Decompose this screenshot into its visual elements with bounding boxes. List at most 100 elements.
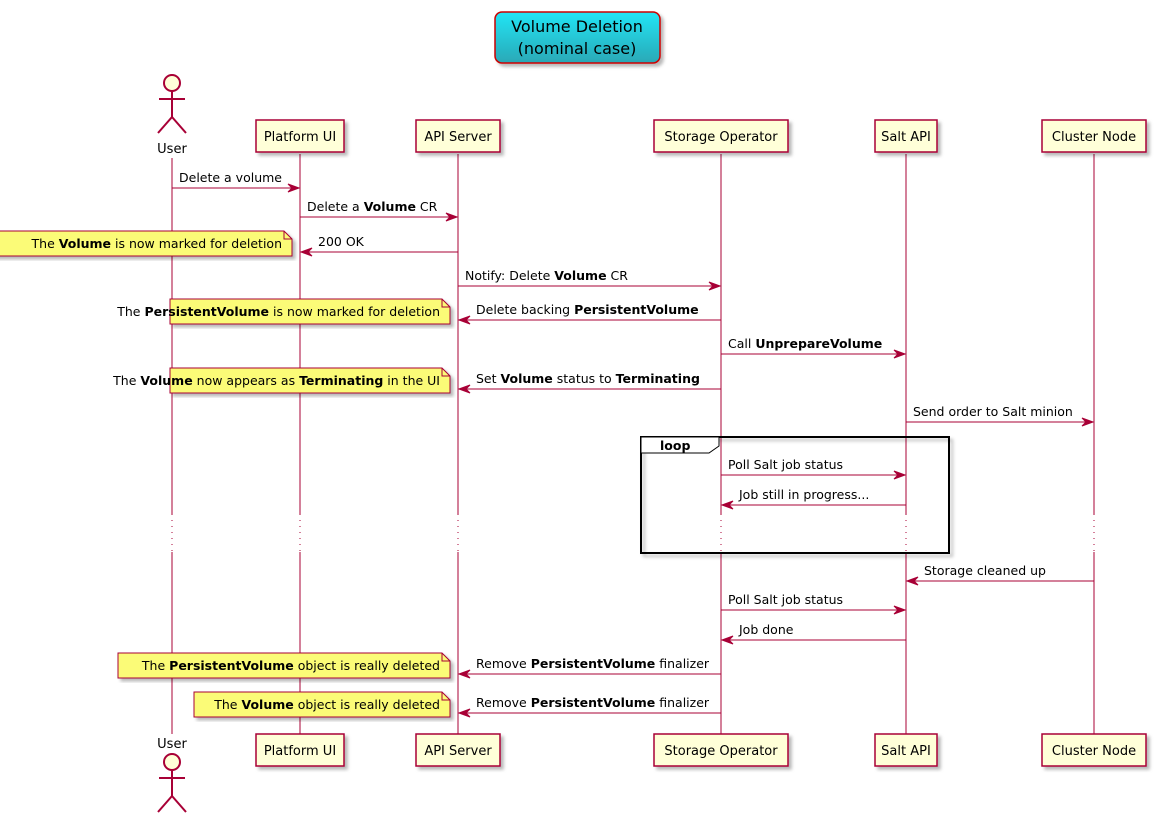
note-box bbox=[193, 691, 451, 718]
participant-node-bottom: Cluster Node bbox=[1041, 733, 1147, 767]
arrowhead-icon bbox=[457, 315, 471, 325]
message-label: Delete a volume bbox=[179, 170, 282, 185]
participant-label: Cluster Node bbox=[1052, 744, 1136, 759]
arrowhead-icon bbox=[457, 669, 471, 679]
participant-label: Platform UI bbox=[264, 744, 336, 759]
message-15: Remove PersistentVolume finalizer bbox=[457, 695, 721, 718]
message-label-part: 200 OK bbox=[318, 234, 365, 249]
note-text-part: now appears as bbox=[193, 373, 299, 388]
message-10: Job still in progress... bbox=[720, 487, 906, 510]
message-label-part: PersistentVolume bbox=[574, 302, 699, 317]
diagram-title: Volume Deletion (nominal case) bbox=[494, 11, 661, 64]
arrowhead-icon bbox=[893, 470, 907, 480]
note-text-part: is now marked for deletion bbox=[269, 304, 440, 319]
participant-box bbox=[653, 119, 789, 153]
message-label-part: Terminating bbox=[616, 371, 700, 386]
message-2: Delete a Volume CR bbox=[300, 199, 459, 222]
loop-label-tab bbox=[640, 436, 720, 454]
message-11: Storage cleaned up bbox=[905, 563, 1094, 586]
message-3: 200 OK bbox=[299, 234, 458, 257]
note-text: The Volume now appears as Terminating in… bbox=[112, 373, 440, 388]
participant-api-top: API Server bbox=[415, 119, 501, 153]
message-label-part: Job done bbox=[738, 622, 794, 637]
participant-op-top: Storage Operator bbox=[653, 119, 789, 153]
message-1: Delete a volume bbox=[172, 170, 301, 193]
message-6: Call UnprepareVolume bbox=[721, 336, 907, 359]
participant-box bbox=[874, 119, 938, 153]
note-text-part: The bbox=[116, 304, 144, 319]
loop-fragment: loop bbox=[640, 436, 950, 554]
message-label: Poll Salt job status bbox=[728, 592, 843, 607]
note-fold-icon bbox=[283, 231, 292, 240]
message-label-part: Storage cleaned up bbox=[924, 563, 1046, 578]
title-line-1: Volume Deletion bbox=[511, 17, 643, 36]
arrowhead-icon bbox=[1081, 417, 1095, 427]
note-7: The Volume now appears as Terminating in… bbox=[112, 367, 451, 394]
message-label: Job done bbox=[738, 622, 794, 637]
participant-label: Cluster Node bbox=[1052, 130, 1136, 145]
arrowhead-icon bbox=[299, 247, 313, 257]
note-text-part: The bbox=[213, 697, 241, 712]
note-text-part: The bbox=[141, 658, 169, 673]
participant-api-bottom: API Server bbox=[415, 733, 501, 767]
message-12: Poll Salt job status bbox=[721, 592, 907, 615]
message-label-part: Delete a volume bbox=[179, 170, 282, 185]
arrowhead-icon bbox=[457, 708, 471, 718]
message-label-part: Call bbox=[728, 336, 755, 351]
message-label-part: Set bbox=[476, 371, 501, 386]
participant-label: API Server bbox=[424, 130, 492, 145]
arrowhead-icon bbox=[893, 605, 907, 615]
note-fold-icon bbox=[441, 653, 450, 662]
note-box bbox=[169, 298, 451, 325]
message-label-part: PersistentVolume bbox=[531, 695, 656, 710]
message-4: Notify: Delete Volume CR bbox=[458, 268, 722, 291]
message-label-part: Remove bbox=[476, 656, 531, 671]
message-label: Remove PersistentVolume finalizer bbox=[476, 695, 710, 710]
note-text: The Volume is now marked for deletion bbox=[31, 236, 282, 251]
participant-op-bottom: Storage Operator bbox=[653, 733, 789, 767]
message-label-part: Volume bbox=[501, 371, 553, 386]
note-text-part: Terminating bbox=[299, 373, 383, 388]
lifelines bbox=[171, 154, 1095, 734]
message-label: Storage cleaned up bbox=[924, 563, 1046, 578]
message-label: Send order to Salt minion bbox=[913, 404, 1073, 419]
actor-user-bottom: User bbox=[157, 737, 187, 813]
message-label-part: CR bbox=[607, 268, 629, 283]
message-label: Job still in progress... bbox=[738, 487, 869, 502]
message-label-part: Delete a bbox=[307, 199, 364, 214]
message-8: Send order to Salt minion bbox=[906, 404, 1095, 427]
note-fold-icon bbox=[441, 299, 450, 308]
participant-ui-top: Platform UI bbox=[255, 119, 345, 153]
message-label-part: Poll Salt job status bbox=[728, 592, 843, 607]
note-text-part: object is really deleted bbox=[294, 697, 440, 712]
participant-salt-bottom: Salt API bbox=[874, 733, 938, 767]
message-label-part: PersistentVolume bbox=[531, 656, 656, 671]
participant-box bbox=[255, 119, 345, 153]
arrowhead-icon bbox=[720, 500, 734, 510]
note-box bbox=[117, 652, 451, 679]
note-14: The PersistentVolume object is really de… bbox=[117, 652, 451, 679]
message-label: Set Volume status to Terminating bbox=[476, 371, 700, 386]
arrowhead-icon bbox=[708, 281, 722, 291]
message-label: Delete a Volume CR bbox=[307, 199, 438, 214]
participant-box bbox=[415, 119, 501, 153]
participant-node-top: Cluster Node bbox=[1041, 119, 1147, 153]
note-text: The PersistentVolume object is really de… bbox=[141, 658, 440, 673]
note-text: The PersistentVolume is now marked for d… bbox=[116, 304, 440, 319]
note-fold-icon bbox=[441, 692, 450, 701]
message-label-part: finalizer bbox=[655, 695, 710, 710]
title-box bbox=[494, 11, 661, 64]
arrowhead-icon bbox=[720, 635, 734, 645]
participant-box bbox=[1041, 119, 1147, 153]
loop-frame bbox=[640, 436, 950, 554]
notes: The Volume is now marked for deletionThe… bbox=[0, 230, 451, 718]
note-5: The PersistentVolume is now marked for d… bbox=[116, 298, 451, 325]
note-text-part: is now marked for deletion bbox=[111, 236, 282, 251]
loop-label: loop bbox=[660, 438, 690, 453]
note-box bbox=[169, 367, 451, 394]
note-text-part: in the UI bbox=[383, 373, 440, 388]
message-label-part: CR bbox=[416, 199, 438, 214]
